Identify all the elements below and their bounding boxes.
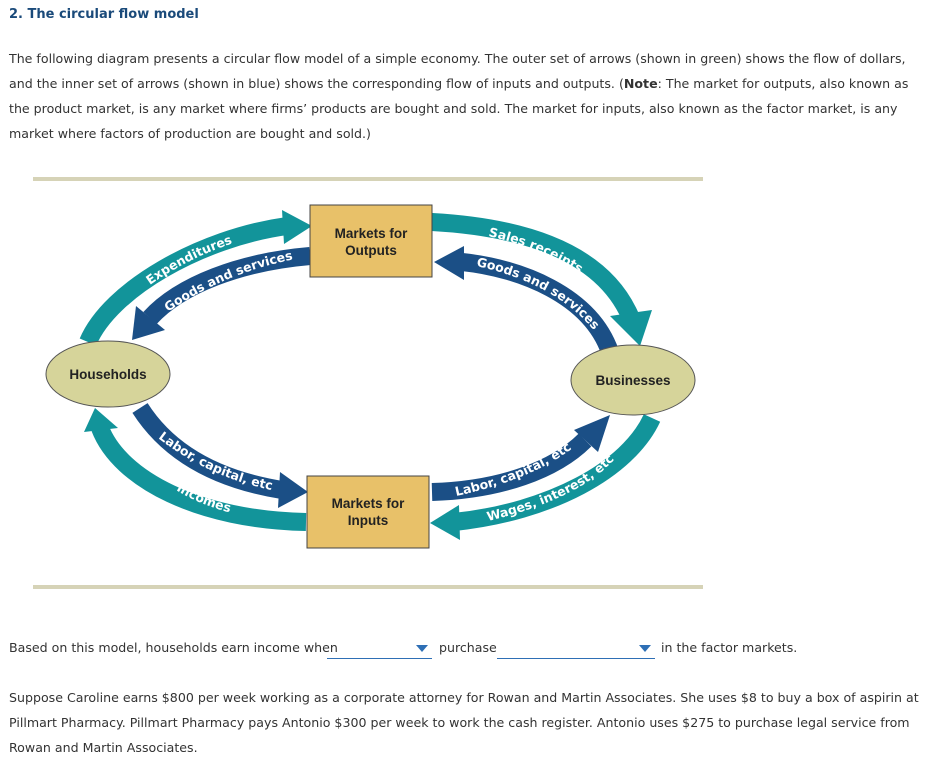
expenditures-arrowhead [282,210,312,244]
households-label: Households [69,367,146,382]
sales-receipts-arrow [431,213,639,320]
markets-inputs-line2: Inputs [348,513,389,528]
markets-outputs-line1: Markets for [335,226,409,241]
income-source-dropdown[interactable] [327,640,432,659]
intro-text-2: : The market for outputs, also known as … [9,76,909,141]
markets-for-outputs-box [309,204,433,278]
labor-left-arrow [132,403,284,499]
labor-right-arrow [431,433,592,501]
bottom-divider [33,585,703,589]
top-divider [33,177,703,181]
goods-right-arrow [461,253,619,356]
question-suffix: in the factor markets. [661,640,798,655]
intro-paragraph: The following diagram presents a circula… [9,46,924,146]
expenditures-arrow [79,217,289,346]
goods-right-arrowhead [434,246,464,280]
chevron-down-icon [639,645,651,652]
businesses-ellipse [570,344,696,416]
markets-outputs-line2: Outputs [345,243,397,258]
question-middle: purchase [439,640,497,655]
chevron-down-icon [416,645,428,652]
circular-flow-diagram: Expenditures Goods and services Sales re… [0,180,696,549]
markets-for-inputs-box [306,475,430,549]
markets-inputs-line1: Markets for [332,496,406,511]
wages-arrowhead [430,505,460,540]
incomes-arrowhead [84,408,118,432]
labor-left-arrowhead [278,472,308,508]
scenario-paragraph: Suppose Caroline earns $800 per week wor… [9,690,919,755]
households-ellipse [45,340,171,408]
section-heading: 2. The circular flow model [9,7,199,22]
wages-arrow [453,413,661,531]
sales-receipts-arrowhead [610,310,652,346]
goods-left-arrowhead [132,306,165,340]
intro-text-1: The following diagram presents a circula… [9,51,906,91]
note-label: Note [623,76,658,91]
goods-left-arrow [143,247,311,325]
purchase-dropdown[interactable] [497,640,655,659]
businesses-label: Businesses [595,373,670,388]
labor-right-arrowhead [574,415,610,452]
question-prefix: Based on this model, households earn inc… [9,640,338,655]
incomes-arrow [91,424,307,531]
